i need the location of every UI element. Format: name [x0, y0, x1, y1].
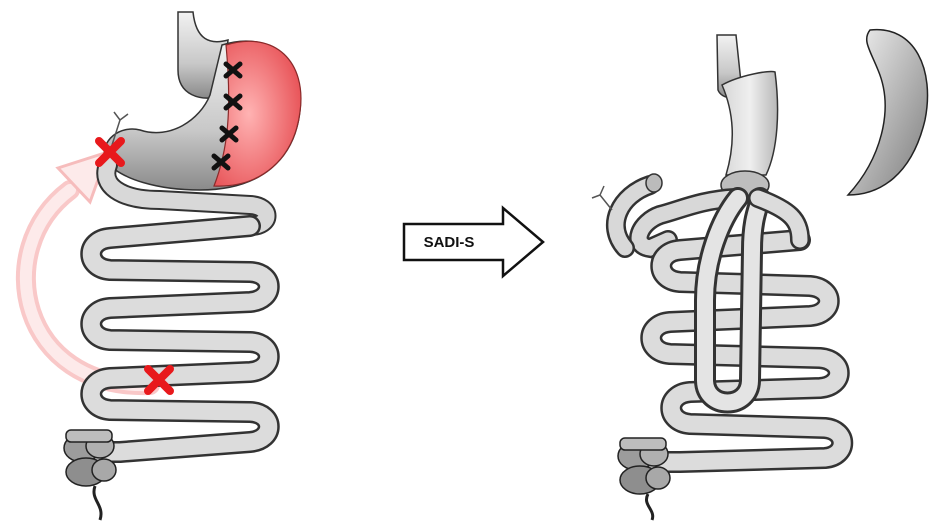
cecum [64, 430, 116, 520]
small-intestine-loops [91, 226, 269, 452]
right-panel-anatomy [592, 30, 928, 520]
left-panel-anatomy [26, 12, 301, 520]
procedure-label: SADI-S [424, 234, 475, 251]
procedure-arrow: SADI-S [404, 208, 543, 276]
duodeno-ileal-loop [705, 198, 800, 403]
sleeve-stomach [722, 72, 778, 175]
removed-stomach-portion [848, 30, 928, 195]
cecum-after [618, 438, 670, 520]
